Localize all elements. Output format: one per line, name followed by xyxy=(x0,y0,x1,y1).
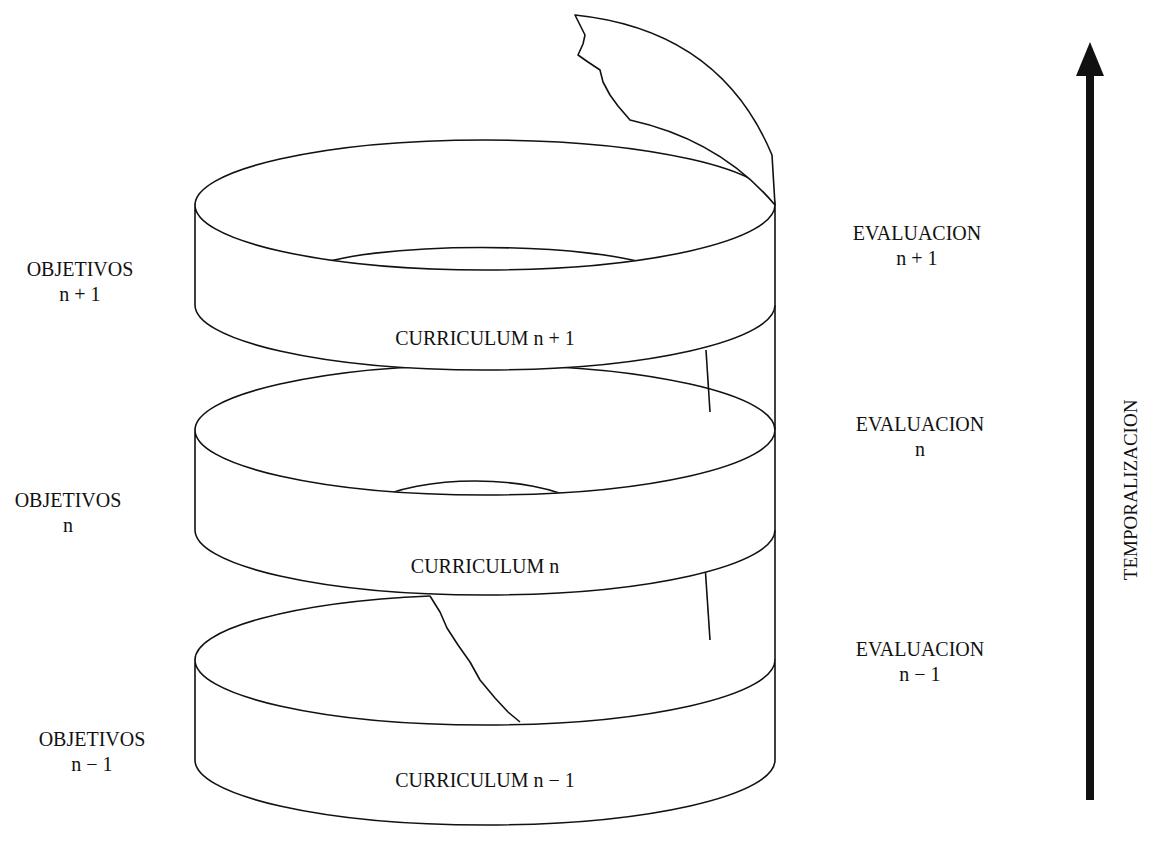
band-seam xyxy=(705,565,710,640)
stage-label: EVALUACION n − 1 xyxy=(856,637,985,687)
time-arrow xyxy=(1076,42,1104,800)
curriculum-band: CURRICULUM n xyxy=(350,550,620,583)
band-back xyxy=(195,365,775,430)
band-seam xyxy=(706,350,710,412)
band-text: CURRICULUM n − 1 xyxy=(354,768,616,793)
stage-label: EVALUACION n xyxy=(856,412,985,462)
band-seam xyxy=(774,530,776,660)
band-seam xyxy=(774,305,776,430)
spiral-band xyxy=(195,15,775,825)
band-text: CURRICULUM n xyxy=(354,554,616,579)
stage-label: EVALUACION n + 1 xyxy=(853,221,982,271)
band-tail xyxy=(575,15,775,205)
band-back xyxy=(195,140,775,205)
curriculum-band: CURRICULUM n + 1 xyxy=(350,322,620,355)
torn-edge xyxy=(430,596,520,722)
stage-label: OBJETIVOS n − 1 xyxy=(39,727,146,777)
arrow-head xyxy=(1076,42,1104,76)
band-back xyxy=(195,596,430,660)
band-front xyxy=(195,660,775,825)
stage-label: OBJETIVOS n xyxy=(15,488,122,538)
arrow-shaft xyxy=(1086,70,1094,800)
band-front xyxy=(195,205,775,370)
curriculum-band: CURRICULUM n − 1 xyxy=(350,764,620,797)
stage-label: OBJETIVOS n + 1 xyxy=(27,257,134,307)
band-text: CURRICULUM n + 1 xyxy=(354,326,616,351)
axis-label: TEMPORALIZACION xyxy=(1119,400,1143,581)
band-front xyxy=(195,430,775,595)
